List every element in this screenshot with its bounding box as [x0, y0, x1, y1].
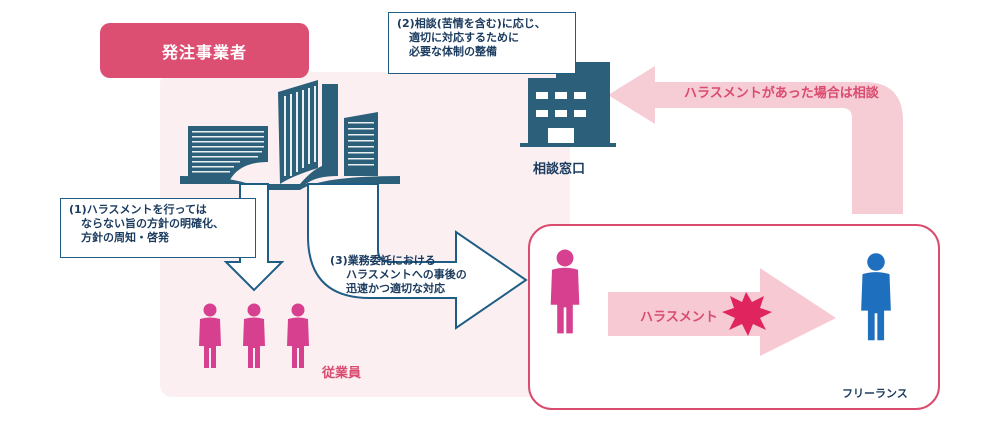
- employees-label: 従業員: [322, 366, 362, 381]
- note-policy-clarification: (1)ハラスメントを行っては ならない旨の方針の明確化、 方針の周知・啓発: [60, 198, 256, 258]
- note-consultation-system: (2)相談(苦情を含む)に応じ、 適切に対応するために 必要な体制の整備: [388, 12, 576, 74]
- client-business-header: 発注事業者: [100, 23, 309, 78]
- note1-line-3: 方針の周知・啓発: [81, 231, 169, 244]
- note-harassment-response: (3)業務委託における ハラスメントへの事後の 迅速かつ適切な対応: [330, 254, 467, 296]
- note3-line-3: 迅速かつ適切な対応: [346, 282, 445, 295]
- note2-line-2: 適切に対応するために: [409, 31, 519, 44]
- note1-line-1: (1)ハラスメントを行っては: [69, 203, 207, 216]
- consult-arrow-label: ハラスメントがあった場合は相談: [684, 86, 879, 101]
- harassment-label: ハラスメント: [640, 310, 718, 325]
- note1-line-2: ならない旨の方針の明確化、: [81, 217, 224, 230]
- consultation-window-label: 相談窓口: [533, 162, 586, 177]
- note3-line-2: ハラスメントへの事後の: [346, 268, 467, 281]
- impact-burst-icon: [722, 292, 772, 336]
- harasser-figure: [550, 249, 580, 334]
- note2-line-3: 必要な体制の整備: [409, 45, 497, 58]
- freelancer-figure: [861, 253, 891, 341]
- note2-line-1: (2)相談(苦情を含む)に応じ、: [397, 17, 546, 30]
- header-title: 発注事業者: [161, 42, 247, 62]
- freelance-label: フリーランス: [842, 387, 908, 400]
- note3-line-1: (3)業務委託における: [330, 254, 436, 267]
